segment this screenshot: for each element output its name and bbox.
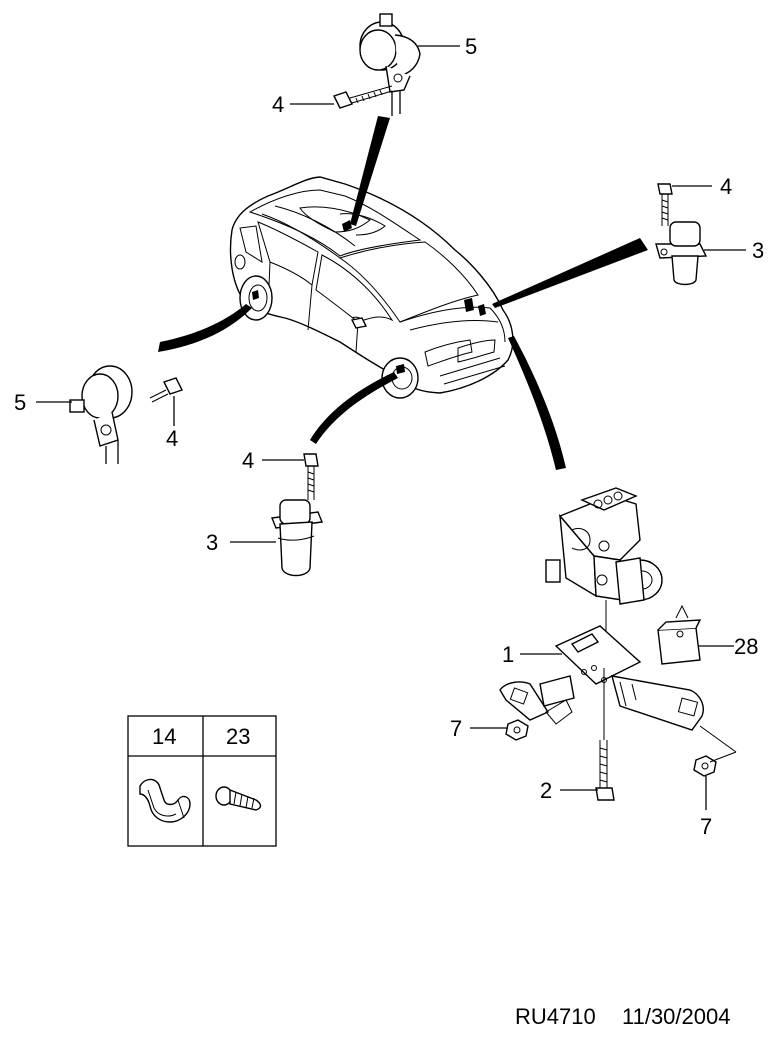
hose-clip-icon: [139, 778, 191, 823]
legend-table: 14 23: [127, 715, 277, 847]
callout-7-left: 7: [450, 716, 462, 741]
leader-lines: [36, 45, 746, 810]
bolt-4-right: [657, 183, 673, 226]
callout-4-left: 4: [166, 426, 178, 451]
callout-1: 1: [502, 642, 514, 667]
nut-7-left: [505, 719, 529, 741]
callout-3-right: 3: [752, 238, 764, 263]
legend-header-14: 14: [152, 724, 176, 749]
bolt-4-mid: [303, 453, 319, 500]
callout-28: 28: [734, 634, 758, 659]
nut-7-right: [693, 725, 737, 777]
bracket-part-28: [657, 604, 702, 665]
vehicle-illustration: [229, 176, 514, 399]
callout-3-mid: 3: [206, 530, 218, 555]
callout-5-left: 5: [14, 390, 26, 415]
callout-4-right: 4: [720, 174, 732, 199]
drawing-date: 11/30/2004: [622, 1004, 730, 1029]
pointer-bands: [158, 116, 648, 470]
callout-5-top: 5: [465, 34, 477, 59]
footer: RU4710 11/30/2004: [515, 1004, 730, 1029]
pressure-sensor-left: [69, 365, 133, 464]
abs-modulator: [545, 487, 663, 668]
callout-4-mid: 4: [242, 448, 254, 473]
mounting-bracket: [499, 625, 704, 731]
callout-labels: 5 4 4 3 5 4 4 3 1 28 7 2 7: [14, 34, 764, 839]
screw-icon: [215, 786, 262, 811]
bolt-4-top: [333, 85, 393, 109]
bolt-2: [595, 668, 615, 801]
pressure-sensor-top: [359, 13, 421, 116]
bolt-4-left: [149, 377, 183, 403]
callout-4-top: 4: [272, 92, 284, 117]
wheel-speed-sensor-mid: [271, 499, 323, 577]
callout-7-right: 7: [700, 814, 712, 839]
legend-header-23: 23: [226, 724, 250, 749]
drawing-reference: RU4710: [515, 1004, 596, 1029]
callout-2: 2: [540, 778, 552, 803]
wheel-speed-sensor-right: [655, 221, 708, 286]
